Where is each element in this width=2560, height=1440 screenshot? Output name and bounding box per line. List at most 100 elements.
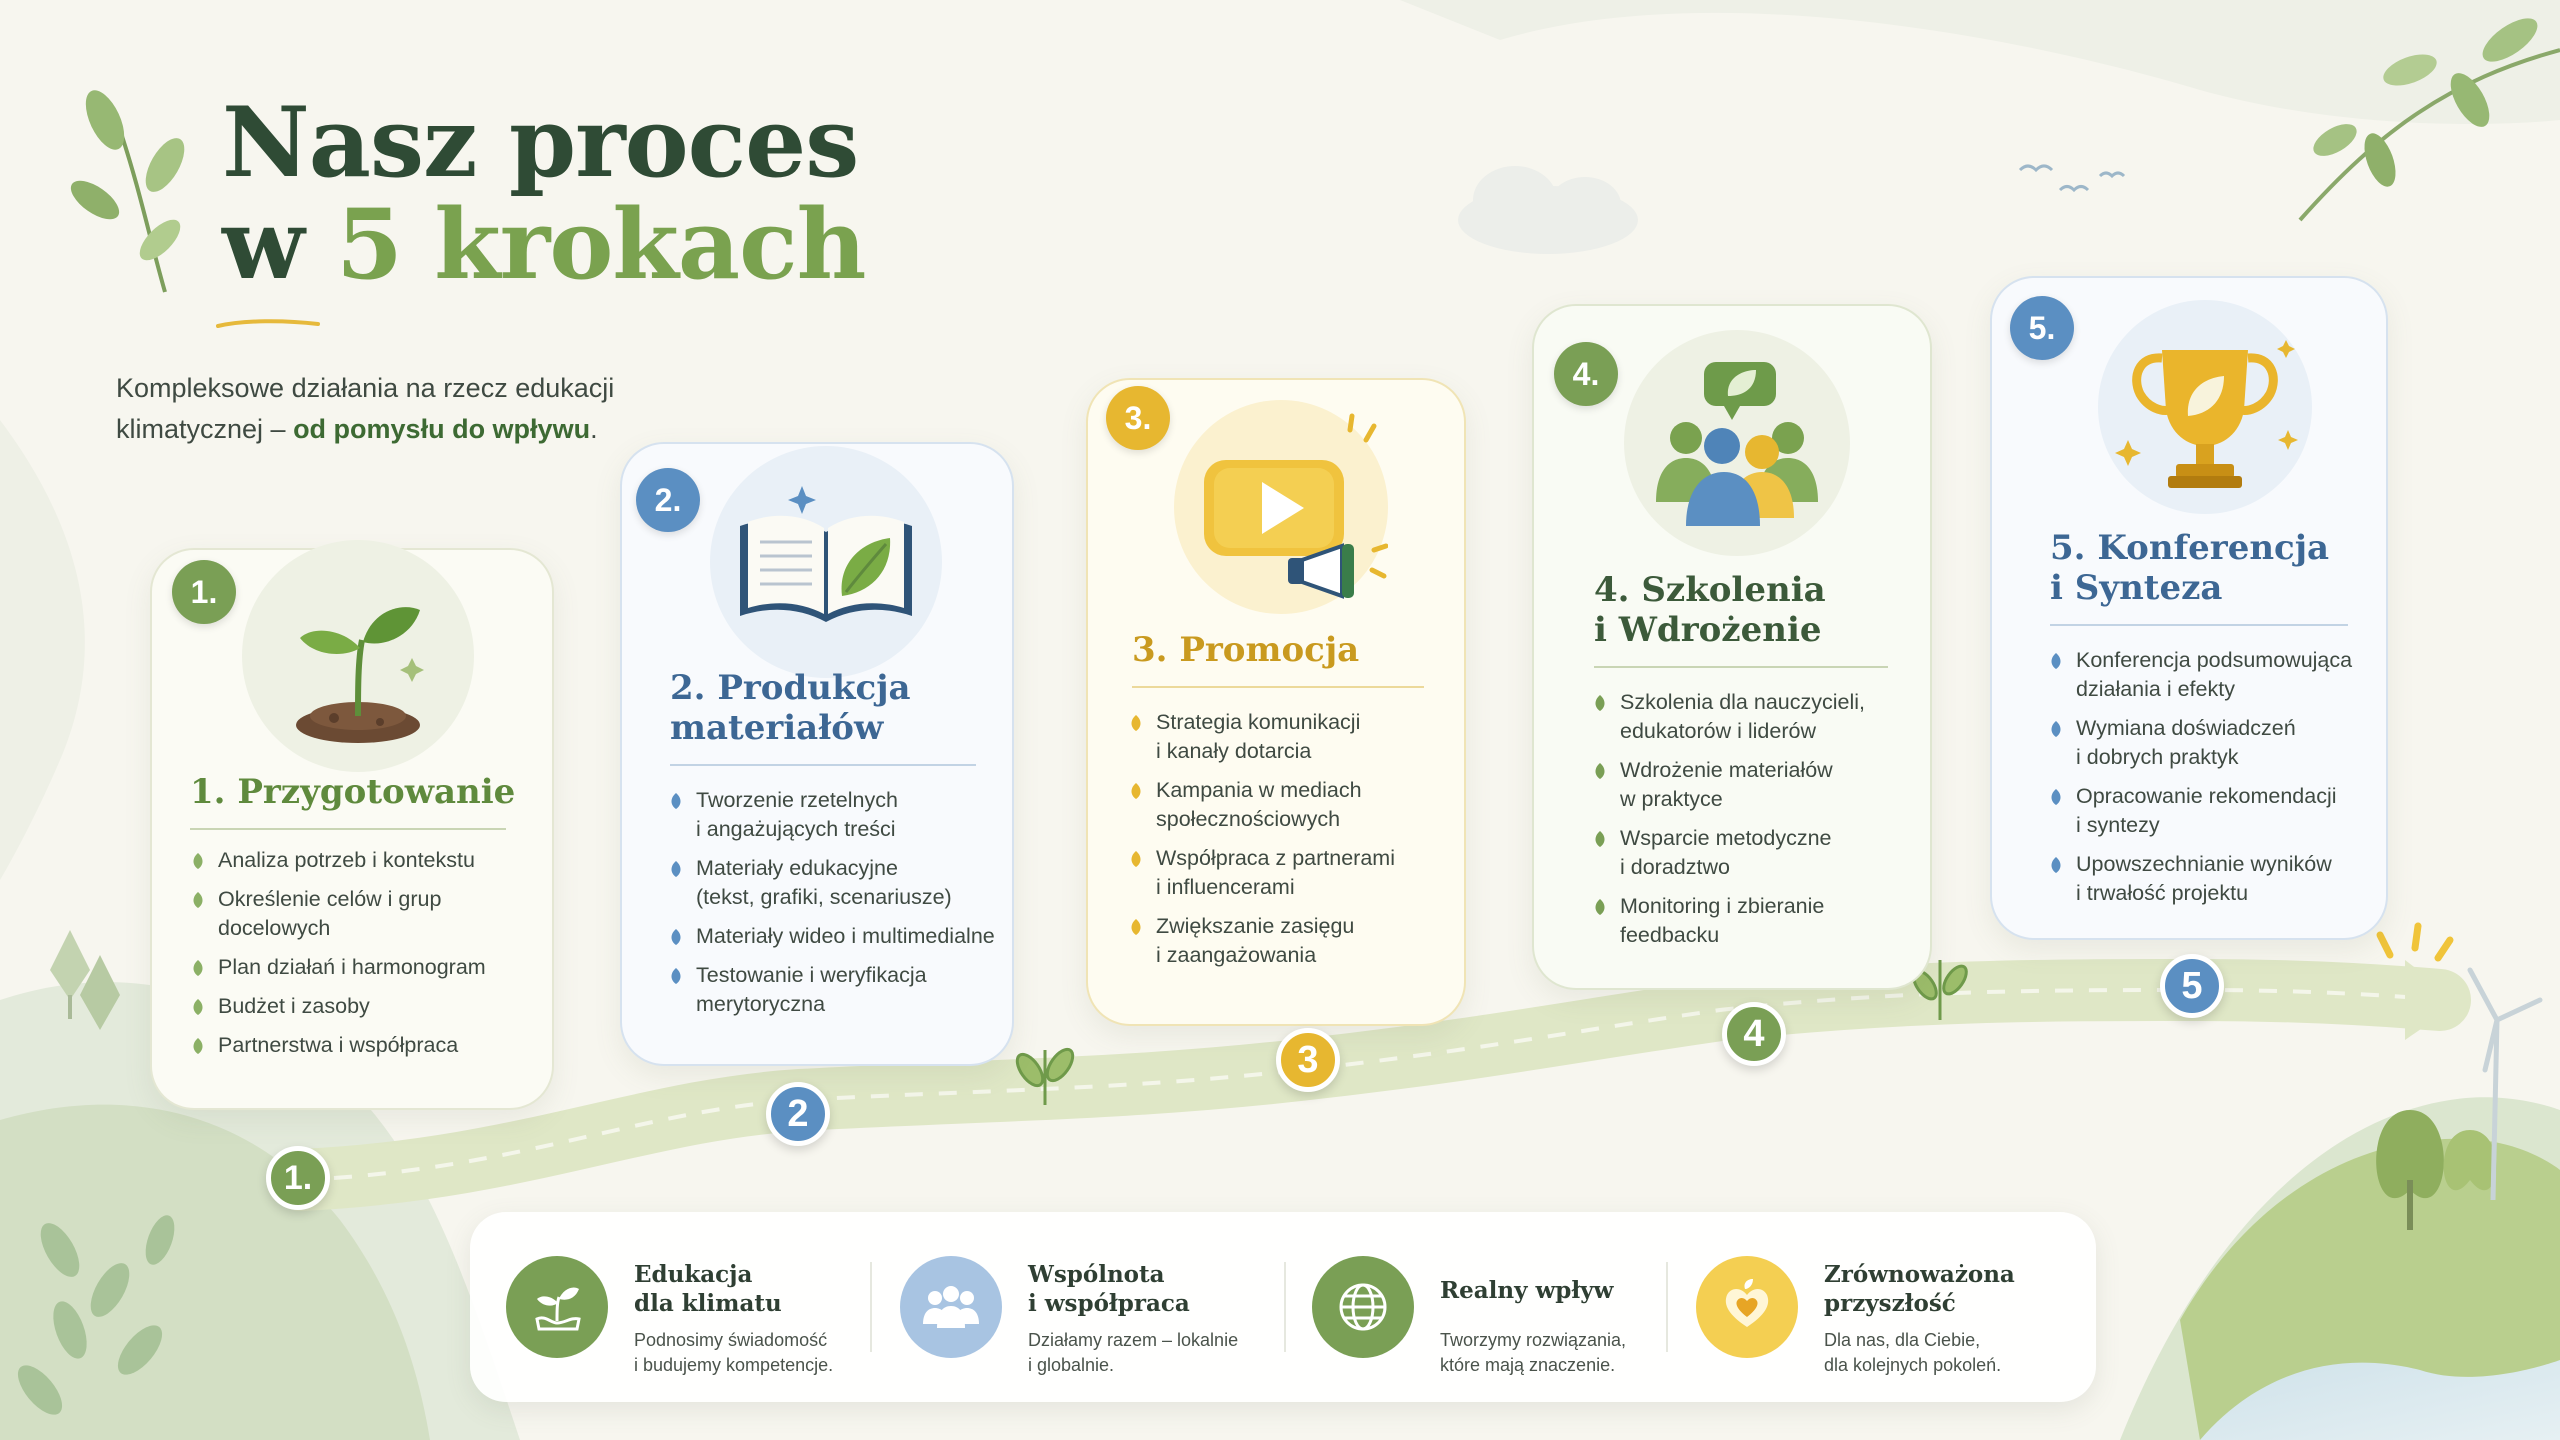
value-desc-3-line-1: Tworzymy rozwiązania,: [1440, 1330, 1627, 1350]
bullet-text: docelowych: [218, 916, 331, 940]
bullet-text: merytoryczna: [696, 992, 826, 1016]
road-marker-3: 3: [1276, 1028, 1340, 1092]
value-title-3: Realny wpływ: [1440, 1276, 1720, 1305]
bullet-text: i kanały dotarcia: [1156, 739, 1312, 763]
sprout-icon: [242, 540, 474, 772]
value-separator: [1666, 1262, 1668, 1352]
step-title-4: 4. Szkolenia i Wdrożenie: [1594, 570, 1826, 650]
leaf-bullet-icon: [193, 1038, 203, 1054]
bullet-item: Analiza potrzeb i kontekstu: [192, 846, 532, 875]
step-title-4-line-2: i Wdrożenie: [1594, 610, 1822, 650]
leaf-bullet-icon: [193, 853, 203, 869]
leaf-bullet-icon: [193, 960, 203, 976]
step-badge-1: 1.: [172, 560, 236, 624]
step-rule-2: [670, 764, 976, 766]
leaf-bullet-icon: [2051, 857, 2061, 873]
road-marker-2: 2: [766, 1082, 830, 1146]
step-bullets-1: Analiza potrzeb i kontekstu Określenie c…: [192, 846, 532, 1070]
open-book-icon: [710, 446, 942, 678]
value-title-4-line-2: przyszłość: [1824, 1290, 1956, 1317]
value-separator: [1284, 1262, 1286, 1352]
video-megaphone-icon: [1174, 400, 1389, 614]
value-desc-4: Dla nas, dla Ciebie, dla kolejnych pokol…: [1824, 1328, 2084, 1378]
bullet-text: w praktyce: [1620, 787, 1723, 811]
value-desc-2: Działamy razem – lokalnie i globalnie.: [1028, 1328, 1288, 1378]
bullet-item: Plan działań i harmonogram: [192, 953, 532, 982]
bullet-text: Partnerstwa i współpraca: [218, 1033, 459, 1057]
subtitle-text: klimatycznej –: [116, 414, 294, 444]
leaf-bullet-icon: [2051, 789, 2061, 805]
value-desc-4-line-2: dla kolejnych pokoleń.: [1824, 1355, 2002, 1375]
step-title-5: 5. Konferencja i Synteza: [2050, 528, 2329, 608]
value-separator: [870, 1262, 872, 1352]
bullet-text: i trwałość projektu: [2076, 881, 2249, 905]
bullet-item: Partnerstwa i współpraca: [192, 1031, 532, 1060]
bullet-text: i angażujących treści: [696, 817, 896, 841]
bullet-item: Materiały wideo i multimedialne: [670, 922, 1020, 951]
step-title-2-line-2: materiałów: [670, 708, 884, 748]
bullet-text: Plan działań i harmonogram: [218, 955, 486, 979]
leaf-bullet-icon: [1595, 763, 1605, 779]
bullet-text: i doradztwo: [1620, 855, 1730, 879]
step-title-1: 1. Przygotowanie: [190, 772, 515, 812]
bullet-text: Wymiana doświadczeń: [2076, 716, 2296, 740]
bullet-text: Kampania w mediach: [1156, 778, 1362, 802]
bullet-item: Szkolenia dla nauczycieli,edukatorów i l…: [1594, 688, 1924, 746]
community-icon: [900, 1256, 1002, 1358]
value-desc-2-line-1: Działamy razem – lokalnie: [1028, 1330, 1239, 1350]
leaf-bullet-icon: [1595, 831, 1605, 847]
bullet-item: Budżet i zasoby: [192, 992, 532, 1021]
value-title-4-line-1: Zrównoważona: [1824, 1261, 2015, 1288]
bullet-text: Współpraca z partnerami: [1156, 846, 1395, 870]
value-desc-1-line-1: Podnosimy świadomość: [634, 1330, 828, 1350]
value-item-3: Realny wpływ Tworzymy rozwiązania, które…: [1312, 1256, 1672, 1375]
value-title-1: Edukacja dla klimatu: [634, 1260, 914, 1318]
values-bar: Edukacja dla klimatu Podnosimy świadomoś…: [470, 1212, 2096, 1402]
subtitle-period: .: [590, 414, 598, 444]
bullet-text: Analiza potrzeb i kontekstu: [218, 848, 475, 872]
bullet-text: (tekst, grafiki, scenariusze): [696, 885, 952, 909]
step-rule-4: [1594, 666, 1888, 668]
subtitle-emphasis: od pomysłu do wpływu: [293, 414, 591, 444]
value-title-3-line-1: Realny wpływ: [1440, 1277, 1614, 1304]
leaf-bullet-icon: [1131, 715, 1141, 731]
subtitle-line-1: Kompleksowe działania na rzecz edukacji: [116, 373, 615, 403]
bullet-text: i influencerami: [1156, 875, 1295, 899]
leaf-bullet-icon: [671, 793, 681, 809]
bullet-text: i zaangażowania: [1156, 943, 1317, 967]
value-desc-1-line-2: i budujemy kompetencje.: [634, 1355, 834, 1375]
step-badge-3: 3.: [1106, 386, 1170, 450]
road-marker-4: 4: [1722, 1002, 1786, 1066]
people-group-icon: [1624, 330, 1850, 556]
road-marker-5: 5: [2160, 954, 2224, 1018]
bullet-text: i syntezy: [2076, 813, 2160, 837]
bullet-item: Materiały edukacyjne(tekst, grafiki, sce…: [670, 854, 1020, 912]
step-title-2: 2. Produkcja materiałów: [670, 668, 911, 748]
leaf-bullet-icon: [1131, 851, 1141, 867]
step-title-5-line-2: i Synteza: [2050, 568, 2223, 608]
step-title-3: 3. Promocja: [1132, 630, 1359, 670]
leaf-bullet-icon: [1131, 919, 1141, 935]
bullet-text: i dobrych praktyk: [2076, 745, 2239, 769]
step-rule-5: [2050, 624, 2348, 626]
step-rule-3: [1132, 686, 1424, 688]
road-marker-1: 1.: [266, 1146, 330, 1210]
leaf-bullet-icon: [1595, 695, 1605, 711]
step-title-1-line-1: 1. Przygotowanie: [190, 772, 516, 812]
title-line-1: Nasz proces: [222, 86, 859, 199]
value-title-2-line-1: Wspólnota: [1028, 1261, 1165, 1288]
value-title-2: Wspólnota i współpraca: [1028, 1260, 1308, 1318]
bullet-text: Konferencja podsumowująca: [2076, 648, 2353, 672]
step-title-4-line-1: 4. Szkolenia: [1594, 570, 1826, 610]
